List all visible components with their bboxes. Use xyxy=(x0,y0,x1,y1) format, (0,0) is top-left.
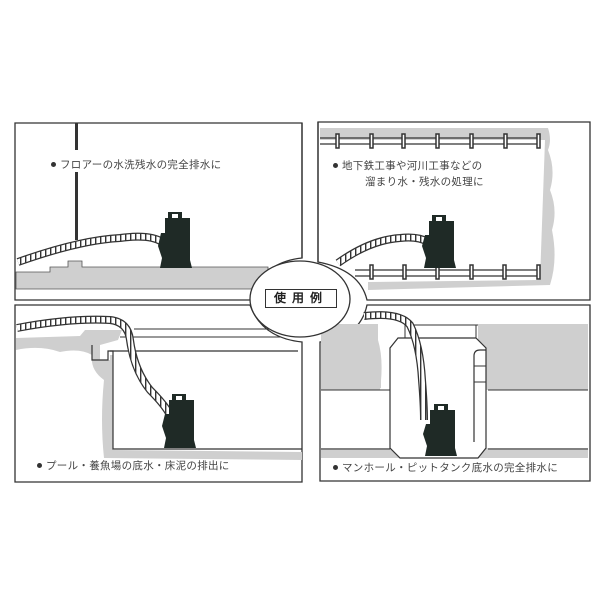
caption-text: プール・養魚場の底水・床泥の排出に xyxy=(46,460,230,472)
caption-text-line2: 溜まり水・残水の処理に xyxy=(365,176,484,188)
panel-subway-river xyxy=(317,121,591,301)
bullet-icon xyxy=(51,161,56,167)
caption-pool-fishfarm: プール・養魚場の底水・床泥の排出に xyxy=(37,458,230,473)
bullet-icon xyxy=(333,464,338,470)
caption-text-line1: 地下鉄工事や河川工事などの xyxy=(342,160,483,172)
pump-icon xyxy=(158,212,192,268)
pump-icon xyxy=(423,404,457,456)
pump-icon xyxy=(422,215,456,268)
bullet-icon xyxy=(37,462,42,468)
caption-text: マンホール・ピットタンク底水の完全排水に xyxy=(342,462,558,474)
caption-text: フロアーの水洗残水の完全排水に xyxy=(60,159,222,171)
panel-pool-fishfarm xyxy=(14,304,303,483)
caption-subway-river-line2: 溜まり水・残水の処理に xyxy=(365,174,484,189)
bullet-icon xyxy=(333,162,338,168)
caption-floor: フロアーの水洗残水の完全排水に xyxy=(51,157,221,172)
panel-floor xyxy=(14,122,303,301)
panel-manhole-pit xyxy=(319,304,591,482)
caption-manhole-pit: マンホール・ピットタンク底水の完全排水に xyxy=(333,460,558,475)
diagram-title: 使用例 xyxy=(265,289,337,308)
pump-icon xyxy=(162,394,196,448)
caption-subway-river: 地下鉄工事や河川工事などの xyxy=(333,158,482,173)
